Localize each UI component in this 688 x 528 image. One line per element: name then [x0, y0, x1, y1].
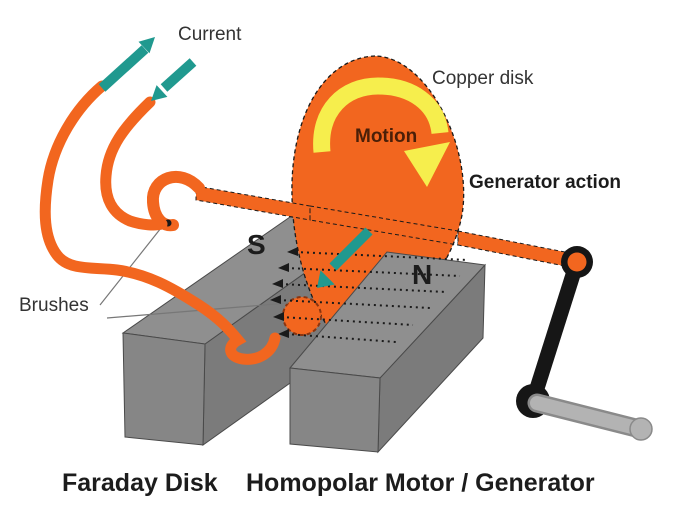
- caption-homopolar: Homopolar Motor / Generator: [246, 469, 595, 497]
- motion-label: Motion: [355, 126, 418, 147]
- axle: [195, 185, 581, 270]
- wire-right: [100, 96, 168, 231]
- south-magnet-front-face: [122, 332, 206, 446]
- disk-current-shaft: [329, 227, 373, 271]
- axle-left-segment: [195, 185, 311, 221]
- wire-left: [39, 80, 281, 365]
- field-arrowhead: [270, 295, 281, 304]
- field-arrowhead: [278, 329, 289, 338]
- copper-disk-label: Copper disk: [432, 68, 534, 89]
- field-arrowhead: [287, 247, 298, 256]
- field-arrowhead: [272, 279, 283, 288]
- north-magnet: [289, 251, 487, 454]
- north-pole-label: N: [412, 259, 433, 290]
- motion-arrow: [313, 77, 450, 187]
- disk-current-arrowhead: [317, 270, 335, 288]
- magnetic-field-lines: [270, 247, 469, 343]
- current-in-shaft: [160, 58, 197, 92]
- current-in-arrowhead: [151, 85, 168, 101]
- brushes-label: Brushes: [19, 295, 89, 316]
- brush-hook-arc: [146, 170, 205, 232]
- current-label: Current: [178, 24, 242, 45]
- current-out-shaft: [98, 45, 149, 92]
- field-arrowhead: [278, 263, 289, 272]
- motion-arrow-arc: [313, 77, 449, 153]
- crank-arm: [525, 259, 585, 404]
- north-magnet-front-face: [289, 367, 381, 453]
- caption-faraday-disk: Faraday Disk: [62, 469, 218, 497]
- crank-handle: [530, 396, 647, 436]
- motion-arrowhead: [404, 142, 450, 187]
- crank-handle-endcap: [629, 417, 653, 441]
- current-out-arrowhead: [138, 37, 155, 54]
- generator-action-label: Generator action: [469, 172, 622, 193]
- brushes-leader-upper: [99, 227, 162, 306]
- axle-right-segment: [457, 230, 581, 270]
- current-arrows: [98, 37, 373, 288]
- field-arrowhead: [273, 312, 284, 321]
- crank-axle-joint: [567, 252, 587, 272]
- south-pole-label: S: [247, 229, 266, 260]
- crank: [516, 246, 653, 441]
